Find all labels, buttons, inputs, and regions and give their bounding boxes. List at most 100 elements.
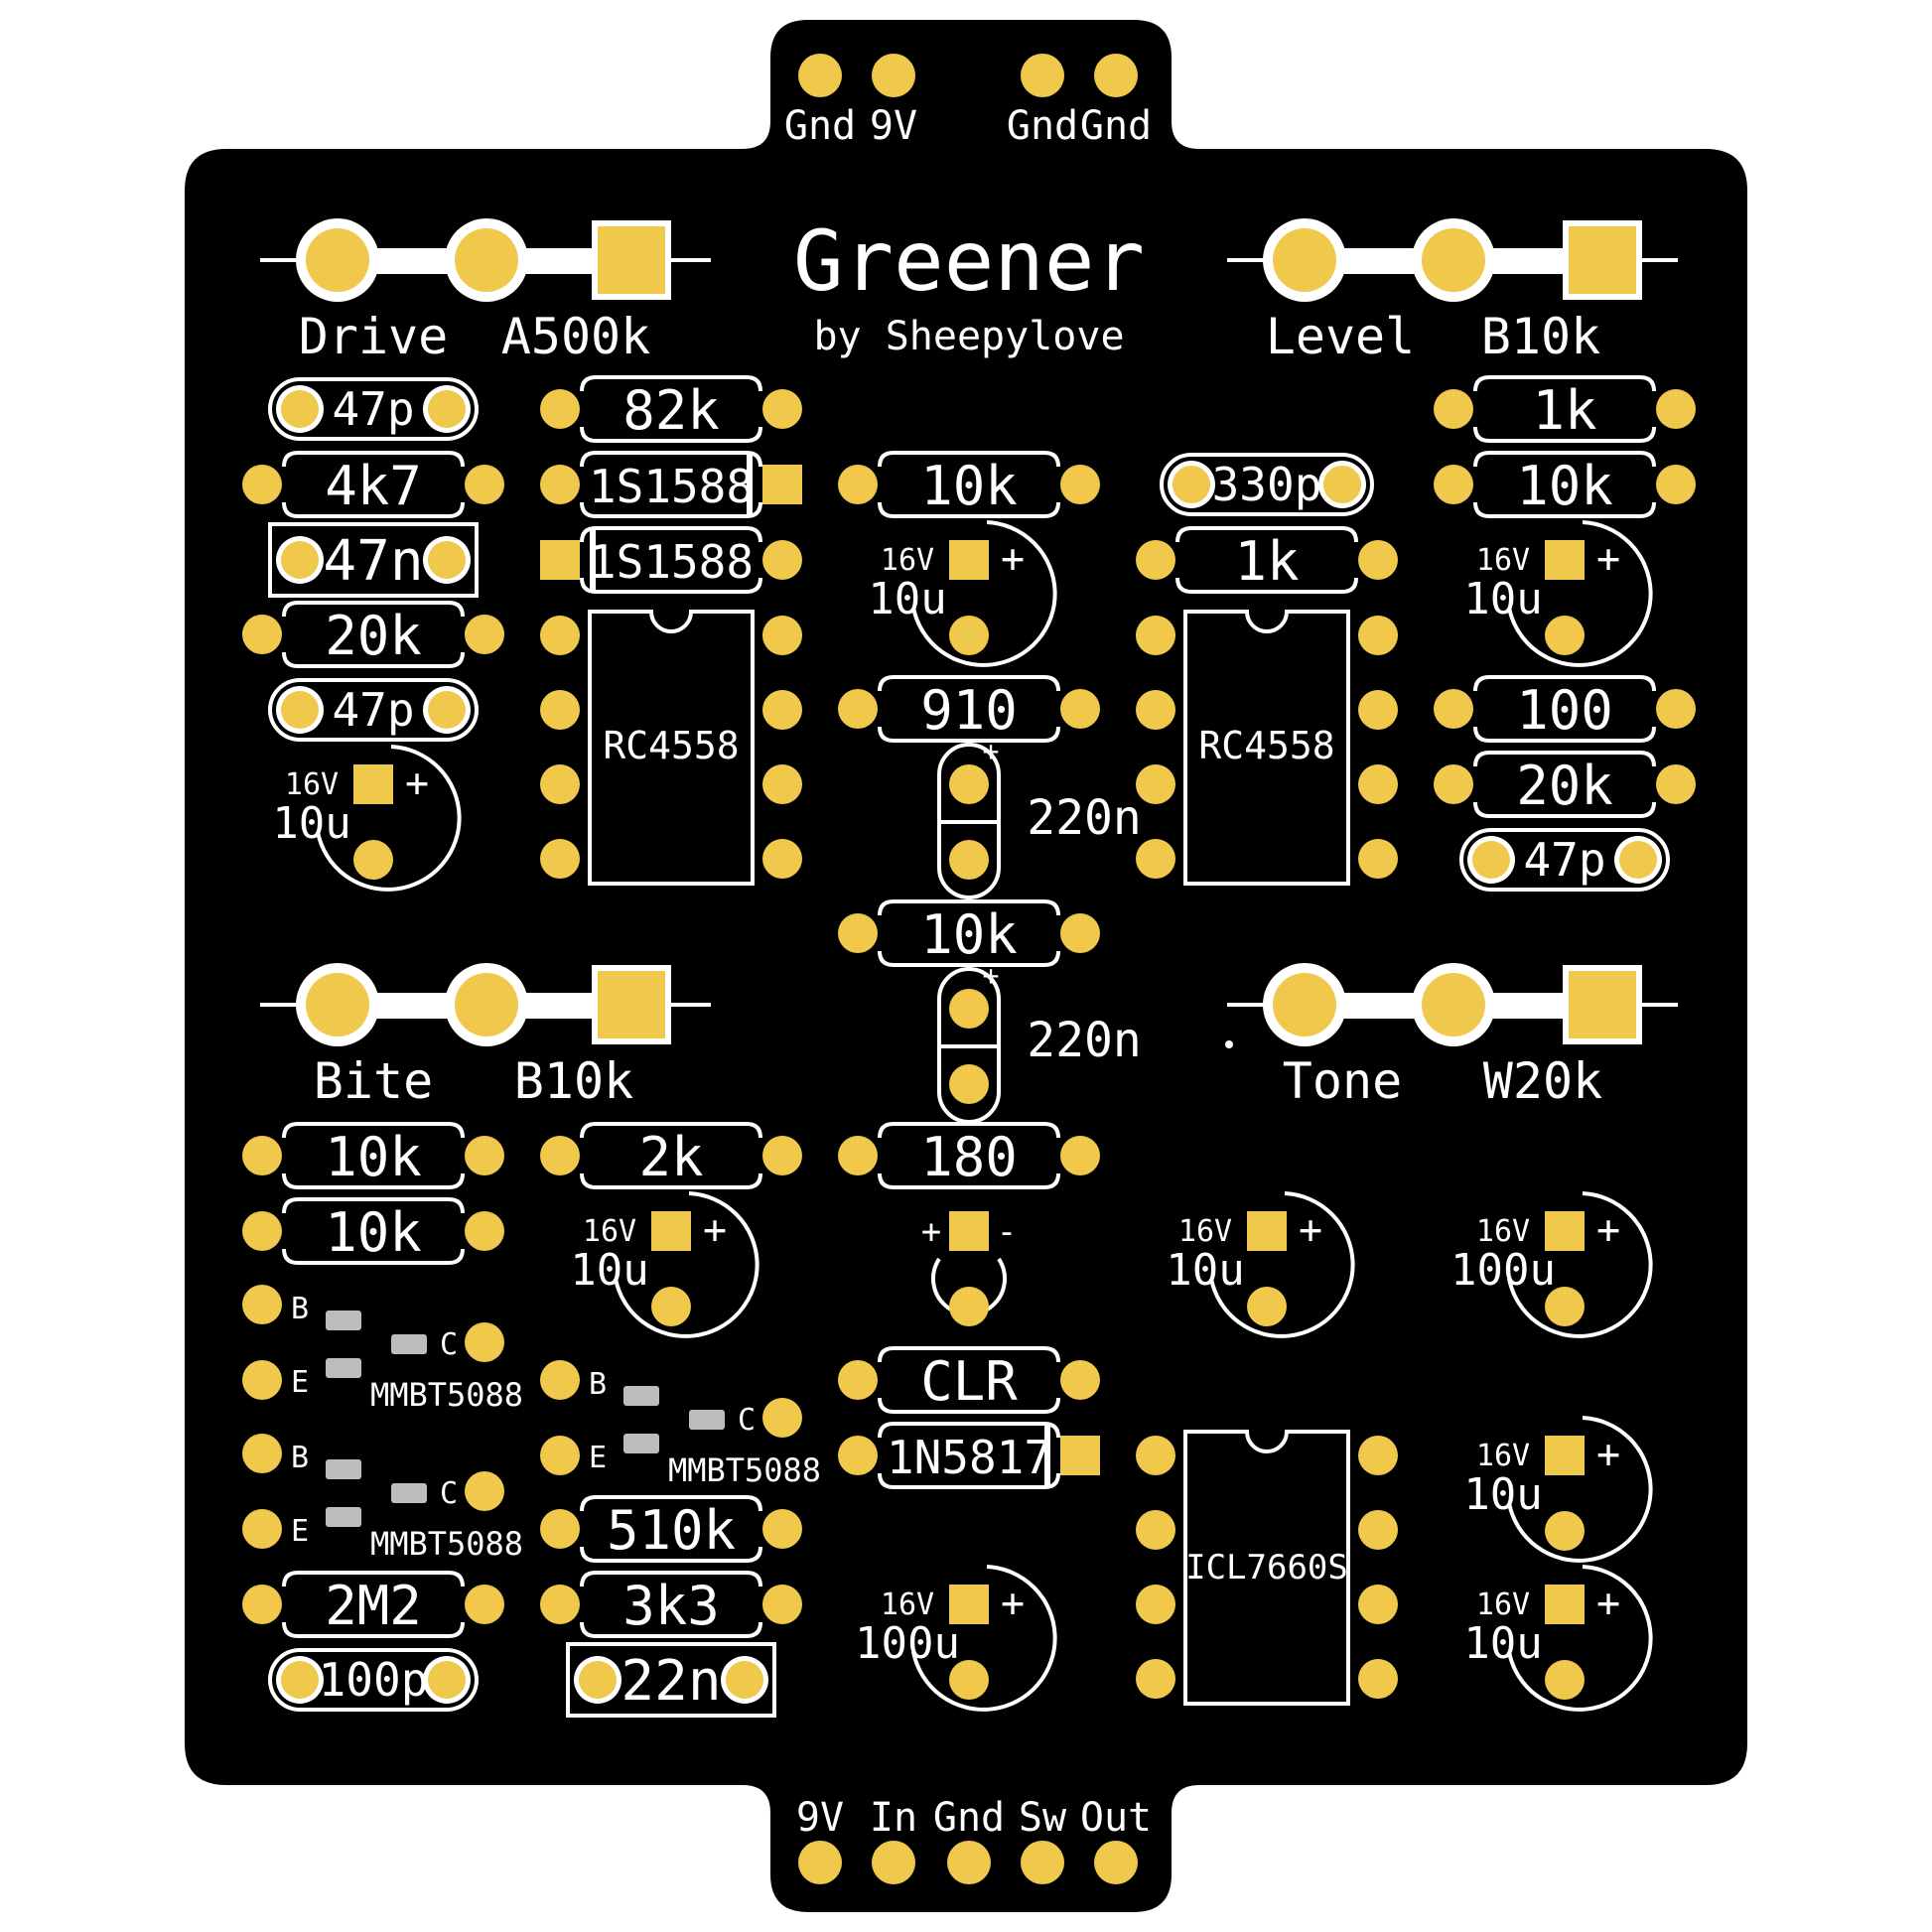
- cap-voltage: 16V: [285, 767, 339, 802]
- resistor-value: 2M2: [325, 1575, 422, 1637]
- solder-pad: [242, 1136, 282, 1175]
- resistor-outline: [282, 1197, 465, 1265]
- header-pad: [1094, 54, 1138, 97]
- solder-pad: [242, 1211, 282, 1251]
- header-pad: [1094, 1841, 1138, 1884]
- solder-pad: [1136, 839, 1175, 879]
- cap-voltage: 16V: [1476, 1439, 1530, 1473]
- solder-pad: [1060, 1360, 1100, 1400]
- resistor-value: 10k: [920, 455, 1018, 517]
- solder-pad: [949, 1660, 989, 1700]
- solder-pad: [949, 989, 989, 1029]
- solder-pad: [465, 1585, 504, 1624]
- pot-name: Bite: [314, 1052, 433, 1110]
- solder-pad: [1434, 465, 1473, 504]
- solder-pad: [1060, 689, 1100, 729]
- solder-pad: [1656, 764, 1696, 804]
- resistor-value: 10k: [920, 903, 1018, 966]
- smd-pad: [326, 1507, 361, 1527]
- pin-label-base: B: [589, 1367, 607, 1402]
- pot-value: A500k: [501, 308, 651, 365]
- polarity-plus: +: [1596, 1432, 1620, 1477]
- solder-pad: [838, 465, 878, 504]
- solder-pad: [540, 764, 580, 804]
- pin-label-collector: C: [440, 1476, 458, 1511]
- resistor-outline: [878, 1122, 1060, 1189]
- solder-pad: [242, 1285, 282, 1324]
- cap-voltage: 16V: [583, 1214, 636, 1249]
- cap-value: 100u: [1450, 1245, 1556, 1296]
- solder-pad: [540, 465, 580, 504]
- solder-pad: [540, 616, 580, 655]
- top-header: Gnd 9V Gnd Gnd: [784, 54, 1152, 149]
- solder-pad: [762, 1585, 802, 1624]
- film-cap-outline: [566, 1642, 776, 1718]
- header-pad: [1021, 1841, 1064, 1884]
- solder-pad: [242, 1585, 282, 1624]
- solder-pad: [465, 465, 504, 504]
- square-pad: [949, 540, 989, 580]
- diode-value: CLR: [920, 1350, 1018, 1413]
- solder-pad: [949, 840, 989, 880]
- solder-pad: [1545, 616, 1585, 655]
- resistor-outline: [878, 1346, 1060, 1414]
- cap-voltage: 16V: [1476, 1587, 1530, 1622]
- solder-pad: [762, 764, 802, 804]
- square-pad: [1545, 1436, 1585, 1475]
- solder-pad: [1136, 1659, 1175, 1699]
- cap-value: 10u: [1166, 1245, 1244, 1296]
- header-pad: [1021, 54, 1064, 97]
- solder-pad: [838, 1360, 878, 1400]
- resistor-value: 3k3: [622, 1575, 720, 1637]
- square-pad: [762, 465, 802, 504]
- square-pad: [1060, 1436, 1100, 1475]
- solder-pad: [838, 689, 878, 729]
- resistor-value: 10k: [1516, 455, 1613, 517]
- pot-value: W20k: [1483, 1052, 1602, 1110]
- square-pad: [651, 1211, 691, 1251]
- resistor-value: 10k: [325, 1126, 422, 1188]
- resistor-value: 510k: [607, 1499, 736, 1562]
- electrolytic-outline: [316, 745, 462, 892]
- header-pad: [798, 54, 842, 97]
- solder-pad: [540, 690, 580, 730]
- square-pad: [949, 1211, 989, 1251]
- solder-pad: [1545, 1660, 1585, 1700]
- square-pad: [1247, 1211, 1287, 1251]
- square-pad: [1545, 1585, 1585, 1624]
- ceramic-cap-value: 47p: [1523, 833, 1605, 887]
- solder-pad: [242, 465, 282, 504]
- solder-pad: [540, 1136, 580, 1175]
- solder-pad: [465, 1322, 504, 1362]
- resistor-outline: [1473, 451, 1656, 518]
- solder-pad: [1358, 1659, 1398, 1699]
- electrolytic-outline: [1507, 1565, 1653, 1712]
- solder-pad: [762, 1136, 802, 1175]
- header-label: Gnd: [784, 103, 856, 149]
- polarity-plus: +: [1299, 1207, 1322, 1253]
- polarity-plus: +: [1596, 536, 1620, 582]
- resistor-outline: [580, 526, 762, 594]
- pin-label-emitter: E: [291, 1514, 309, 1549]
- resistor-value: 180: [920, 1126, 1018, 1188]
- ic-outline: [1183, 1430, 1350, 1706]
- solder-pad: [1358, 1436, 1398, 1475]
- resistor-value: 100: [1516, 679, 1613, 742]
- electrolytic-outline: [1507, 1416, 1653, 1563]
- solder-pad: [1060, 913, 1100, 953]
- header-pad: [798, 1841, 842, 1884]
- solder-pad: [762, 690, 802, 730]
- solder-pad: [838, 1436, 878, 1475]
- pot-name: Level: [1266, 308, 1416, 365]
- ceramic-cap-outline: [268, 377, 479, 441]
- board-title: Greener: [793, 212, 1145, 310]
- solder-pad: [762, 389, 802, 429]
- solder-pad: [281, 691, 319, 729]
- diode-value: 1N5817: [887, 1431, 1051, 1484]
- ceramic-cap-value: 100p: [319, 1653, 429, 1707]
- diode-band: [1044, 1426, 1050, 1485]
- cap-voltage: 16V: [881, 543, 934, 578]
- square-pad: [1545, 1211, 1585, 1251]
- ic-label: RC4558: [1198, 724, 1334, 767]
